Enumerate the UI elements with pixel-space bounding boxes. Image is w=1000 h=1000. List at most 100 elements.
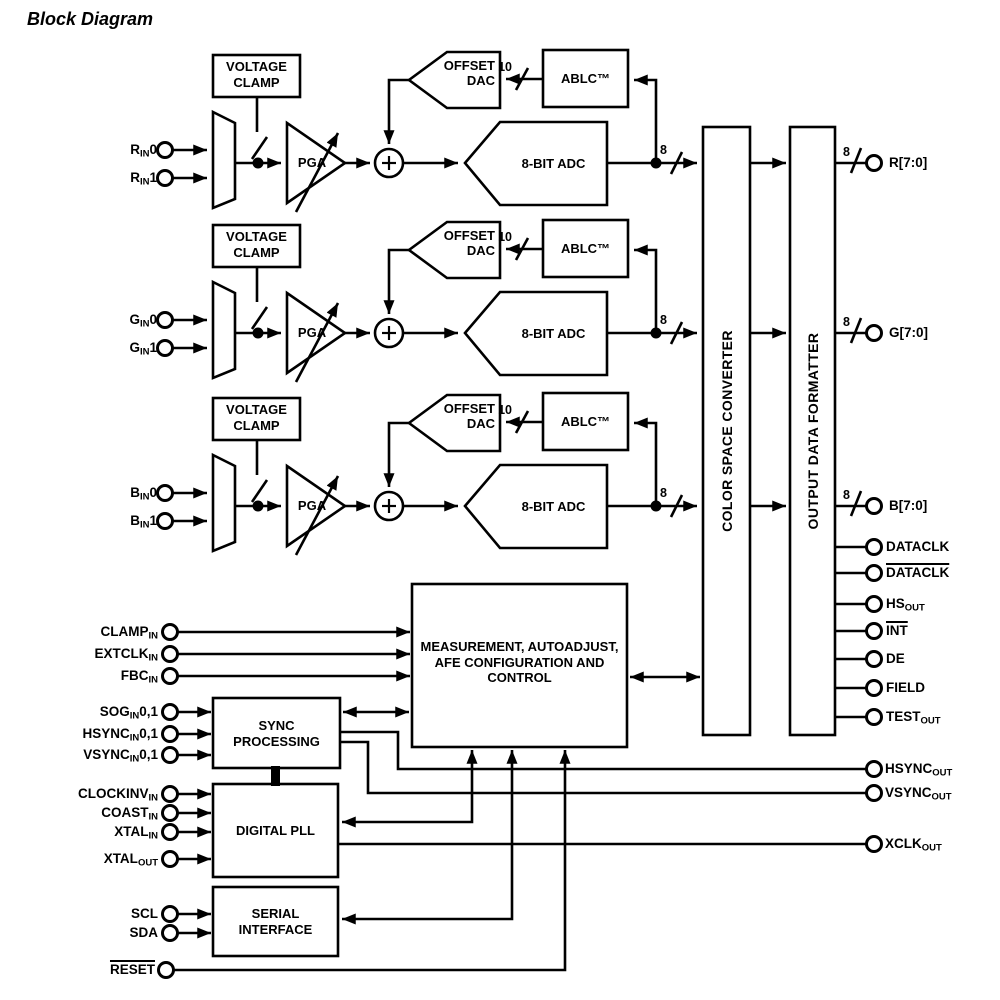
offset-dac-shape [406,393,502,453]
junction-dot [252,327,264,339]
control-blocks [211,582,629,958]
ablc-feedback [634,417,658,506]
offset-dac-shape [406,50,502,110]
input-pin-circle [161,703,179,721]
left-pins [157,623,410,979]
bus-slash-10 [514,237,530,261]
gain-arrow [294,302,340,383]
channel-r [156,48,786,213]
junction-dot [252,157,264,169]
gain-arrow [294,475,340,556]
input-pin-circle [156,512,174,530]
input-pin-circle [161,725,179,743]
bus-width-8-label: 8 [843,488,850,502]
pin-label-hsync-in: HSYNCIN0,1 [82,726,158,744]
bus-width-8-label: 8 [660,143,667,157]
input-pin-circle [161,804,179,822]
pin-label-coast-in: COASTIN [101,805,158,823]
pga-label: PGA [297,498,327,513]
pin-label-int-n: INT [886,623,908,638]
output-pin-circle [865,650,883,668]
ablc-label: ABLC™ [560,414,611,429]
ablc-feedback [634,74,658,163]
input-pin-circle [156,484,174,502]
bus-width-8-label: 8 [660,313,667,327]
offset-feed [383,78,409,144]
input-pin-circle [157,961,175,979]
pin-label-xtal-in: XTALIN [114,824,158,842]
offset-feed [383,421,409,487]
routing [173,671,867,972]
vsync-out-wire [340,740,867,795]
digital-pll-label: DIGITAL PLL [236,823,315,838]
pin-label-bin1: BIN1 [130,513,157,531]
output-pin-circle [865,622,883,640]
output-pin-circle [865,538,883,556]
output-pin-circle [865,784,883,802]
input-pin-circle [161,924,179,942]
pin-label-gin0: GIN0 [129,312,157,330]
input-pin-circle [161,850,179,868]
adc-label: 8-BIT ADC [521,326,586,341]
bus-width-8-label: 8 [660,486,667,500]
input-pin-circle [161,905,179,923]
pin-label-dataclk: DATACLK [886,539,950,554]
pin-label-extclk-in: EXTCLKIN [94,646,159,664]
pin-label-clockinv-in: CLOCKINVIN [78,786,158,804]
output-pin-circle [865,564,883,582]
color-space-converter-label: COLOR SPACE CONVERTER [719,330,735,532]
channel-g [156,218,786,383]
bus-slash-8 [669,151,684,175]
diagram-title: Block Diagram [27,9,154,29]
output-pin-circle [865,497,883,515]
input-mux [211,109,237,210]
color-space-converter-box [701,125,752,737]
pin-label-g-out: G[7:0] [889,325,929,340]
sync-pll-bus-bar [271,766,280,786]
pin-label-rin1: RIN1 [130,170,157,188]
bus-slash-8 [849,490,863,517]
output-pin-circle [865,679,883,697]
offset-feed [383,248,409,314]
clamp-switch [250,306,269,330]
output-data-formatter-box [788,125,837,737]
pin-label-xtal-out: XTALOUT [103,851,158,869]
pin-label-test-out: TESTOUT [886,709,941,727]
clamp-switch [250,479,269,503]
bus-slash-10 [514,67,530,91]
pin-label-hsync-out: HSYNCOUT [885,761,953,779]
input-pin-circle [161,667,179,685]
clamp-switch [250,136,269,160]
pga-amplifier [285,463,348,549]
input-pin-circle [161,746,179,764]
measurement-label: MEASUREMENT, AUTOADJUST,AFE CONFIGURATIO… [420,639,619,685]
pin-label-sog-in: SOGIN0,1 [99,704,158,722]
input-mux [211,452,237,553]
adc-label: 8-BIT ADC [521,156,586,171]
pin-label-reset: RESET [109,962,155,977]
pin-label-xclk-out: XCLKOUT [885,836,942,854]
ablc-box [541,218,630,279]
input-mux [211,279,237,380]
pin-label-rin0: RIN0 [130,142,157,160]
output-pin-circle [865,708,883,726]
bus-slash-10 [514,410,530,434]
bus-width-10-label: 10 [498,230,512,244]
pga-amplifier [285,290,348,376]
ablc-label: ABLC™ [560,241,611,256]
serial-interface-box [211,885,340,958]
pga-amplifier [285,120,348,206]
bus-slash-8 [669,321,684,345]
pin-label-bin0: BIN0 [130,485,157,503]
pga-label: PGA [297,155,327,170]
channel-b [156,391,786,556]
junction-dot [252,500,264,512]
bus-slash-8 [669,494,684,518]
pin-label-vsync-in: VSYNCIN0,1 [83,747,158,765]
